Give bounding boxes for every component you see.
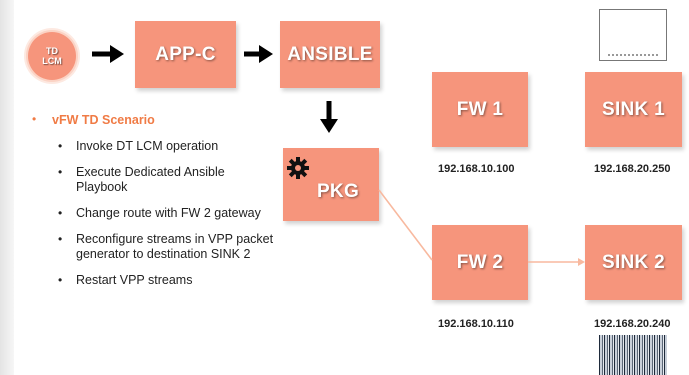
- list-bullet: •: [58, 206, 63, 220]
- thumbnail-caption-lines: [608, 54, 658, 56]
- fw1-node: FW 1: [432, 72, 528, 147]
- sink1-ip: 192.168.20.250: [594, 163, 671, 175]
- step-text: Reconfigure streams in VPP packet genera…: [76, 232, 274, 261]
- td-lcm-line1: TD: [46, 46, 58, 56]
- app-c-label: APP-C: [155, 43, 216, 65]
- arrow-ansible-to-pkg: [320, 101, 338, 133]
- gear-icon: [287, 157, 309, 179]
- list-bullet: •: [58, 232, 63, 246]
- list-bullet: •: [58, 165, 63, 179]
- list-item: • Invoke DT LCM operation: [58, 139, 278, 154]
- step-text: Change route with FW 2 gateway: [76, 206, 261, 220]
- td-lcm-line2: LCM: [42, 56, 62, 66]
- step-text: Execute Dedicated Ansible Playbook: [76, 165, 225, 194]
- fw2-node: FW 2: [432, 225, 528, 300]
- scenario-title: vFW TD Scenario: [52, 113, 155, 127]
- td-lcm-node: TD LCM: [28, 32, 76, 80]
- sink1-node: SINK 1: [585, 72, 682, 147]
- step-text: Invoke DT LCM operation: [76, 139, 219, 153]
- sink2-ip: 192.168.20.240: [594, 318, 671, 330]
- sink2-node: SINK 2: [585, 225, 682, 300]
- fw2-ip: 192.168.10.110: [438, 318, 514, 330]
- arrow-appc-to-ansible: [244, 45, 273, 63]
- sink2-thumbnail-image: [599, 335, 667, 375]
- connector-fw2-to-sink2: [528, 258, 585, 266]
- slide-left-strip: [0, 0, 14, 375]
- list-item: • Reconfigure streams in VPP packet gener…: [58, 232, 278, 262]
- scenario-steps-list: • Invoke DT LCM operation • Execute Dedica…: [58, 139, 278, 299]
- scenario-bullet: •: [32, 112, 37, 126]
- list-item: • Execute Dedicated Ansible Playbook: [58, 165, 278, 195]
- list-item: • Change route with FW 2 gateway: [58, 206, 278, 221]
- list-bullet: •: [58, 273, 63, 287]
- connector-pkg-to-fw2: [378, 189, 433, 261]
- step-text: Restart VPP streams: [76, 273, 193, 287]
- sink1-label: SINK 1: [601, 98, 666, 120]
- ansible-node: ANSIBLE: [280, 21, 380, 88]
- fw1-label: FW 1: [456, 98, 504, 120]
- fw1-ip: 192.168.10.100: [438, 163, 515, 175]
- sink2-label: SINK 2: [601, 251, 666, 273]
- ansible-label: ANSIBLE: [287, 43, 373, 65]
- arrow-lcm-to-appc: [92, 45, 124, 63]
- list-bullet: •: [58, 139, 63, 153]
- fw2-label: FW 2: [456, 251, 504, 273]
- app-c-node: APP-C: [135, 21, 236, 88]
- sink1-thumbnail-image: [599, 9, 667, 61]
- list-item: • Restart VPP streams: [58, 273, 278, 288]
- pkg-label: PKG: [316, 180, 360, 202]
